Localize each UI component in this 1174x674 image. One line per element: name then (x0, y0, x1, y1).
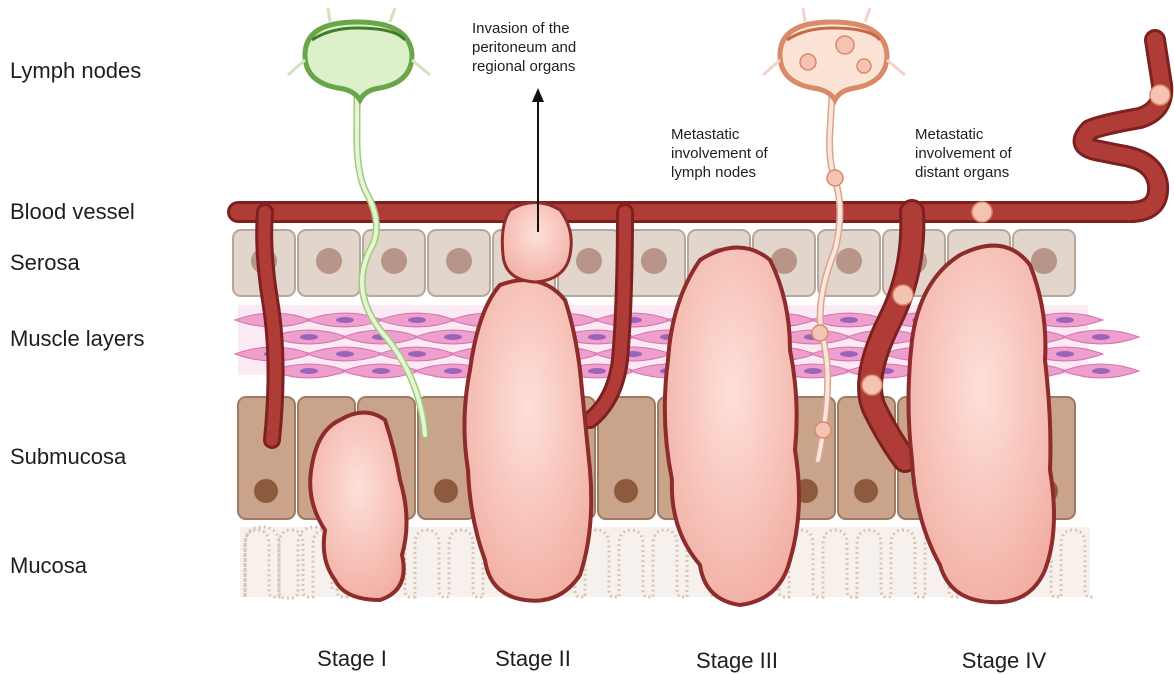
label-muscle-layers: Muscle layers (10, 326, 144, 352)
muscle-fibre-nucleus (840, 317, 858, 323)
serosa-cell-nucleus (836, 248, 862, 274)
label-submucosa: Submucosa (10, 444, 126, 470)
muscle-fibre-nucleus (1056, 351, 1074, 357)
muscle-fibre-nucleus (588, 368, 606, 374)
submucosa-cell-nucleus (854, 479, 878, 503)
annotation-distant-metastasis: Metastatic involvement of distant organs (915, 125, 1012, 182)
annotation-distant-line: distant organs (915, 163, 1012, 182)
muscle-fibre-nucleus (588, 334, 606, 340)
label-stage-4: Stage IV (962, 648, 1046, 674)
lymph-node-healthy (288, 8, 430, 100)
annotation-invasion-line: Invasion of the (472, 19, 576, 38)
annotation-lymph-line: Metastatic (671, 125, 768, 144)
annotation-invasion-line: peritoneum and (472, 38, 576, 57)
label-stage-3: Stage III (696, 648, 778, 674)
muscle-fibre-nucleus (1092, 334, 1110, 340)
muscle-fibre-nucleus (300, 368, 318, 374)
annotation-distant-line: Metastatic (915, 125, 1012, 144)
muscle-fibre-nucleus (336, 351, 354, 357)
muscle-fibre-nucleus (372, 368, 390, 374)
tumor-stage-4 (909, 246, 1055, 603)
submucosa-cell-nucleus (434, 479, 458, 503)
serosa-cell-nucleus (446, 248, 472, 274)
annotation-distant-line: involvement of (915, 144, 1012, 163)
annotation-invasion-line: regional organs (472, 57, 576, 76)
muscle-fibre-nucleus (1092, 368, 1110, 374)
label-stage-2: Stage II (495, 646, 571, 672)
serosa-cell-nucleus (316, 248, 342, 274)
muscle-fibre-nucleus (408, 317, 426, 323)
submucosa-cell-nucleus (254, 479, 278, 503)
muscle-fibre-nucleus (444, 368, 462, 374)
serosa-cell-nucleus (576, 248, 602, 274)
muscle-fibre-nucleus (336, 317, 354, 323)
annotation-lymph-line: involvement of (671, 144, 768, 163)
serosa-cell-nucleus (381, 248, 407, 274)
serosa-cell-nucleus (641, 248, 667, 274)
annotation-lymph-line: lymph nodes (671, 163, 768, 182)
submucosa-cell-nucleus (614, 479, 638, 503)
label-mucosa: Mucosa (10, 553, 87, 579)
lymph-node-metastatic (763, 8, 905, 100)
muscle-fibre-nucleus (804, 368, 822, 374)
annotation-invasion: Invasion of the peritoneum and regional … (472, 19, 576, 76)
muscle-fibre-nucleus (408, 351, 426, 357)
label-blood-vessel: Blood vessel (10, 199, 135, 225)
label-stage-1: Stage I (317, 646, 387, 672)
label-serosa: Serosa (10, 250, 80, 276)
muscle-fibre-nucleus (840, 351, 858, 357)
serosa-cell-nucleus (1031, 248, 1057, 274)
annotation-lymph-metastasis: Metastatic involvement of lymph nodes (671, 125, 768, 182)
muscle-fibre-nucleus (444, 334, 462, 340)
muscle-fibre-nucleus (300, 334, 318, 340)
muscle-fibre-nucleus (1056, 317, 1074, 323)
label-lymph-nodes: Lymph nodes (10, 58, 141, 84)
